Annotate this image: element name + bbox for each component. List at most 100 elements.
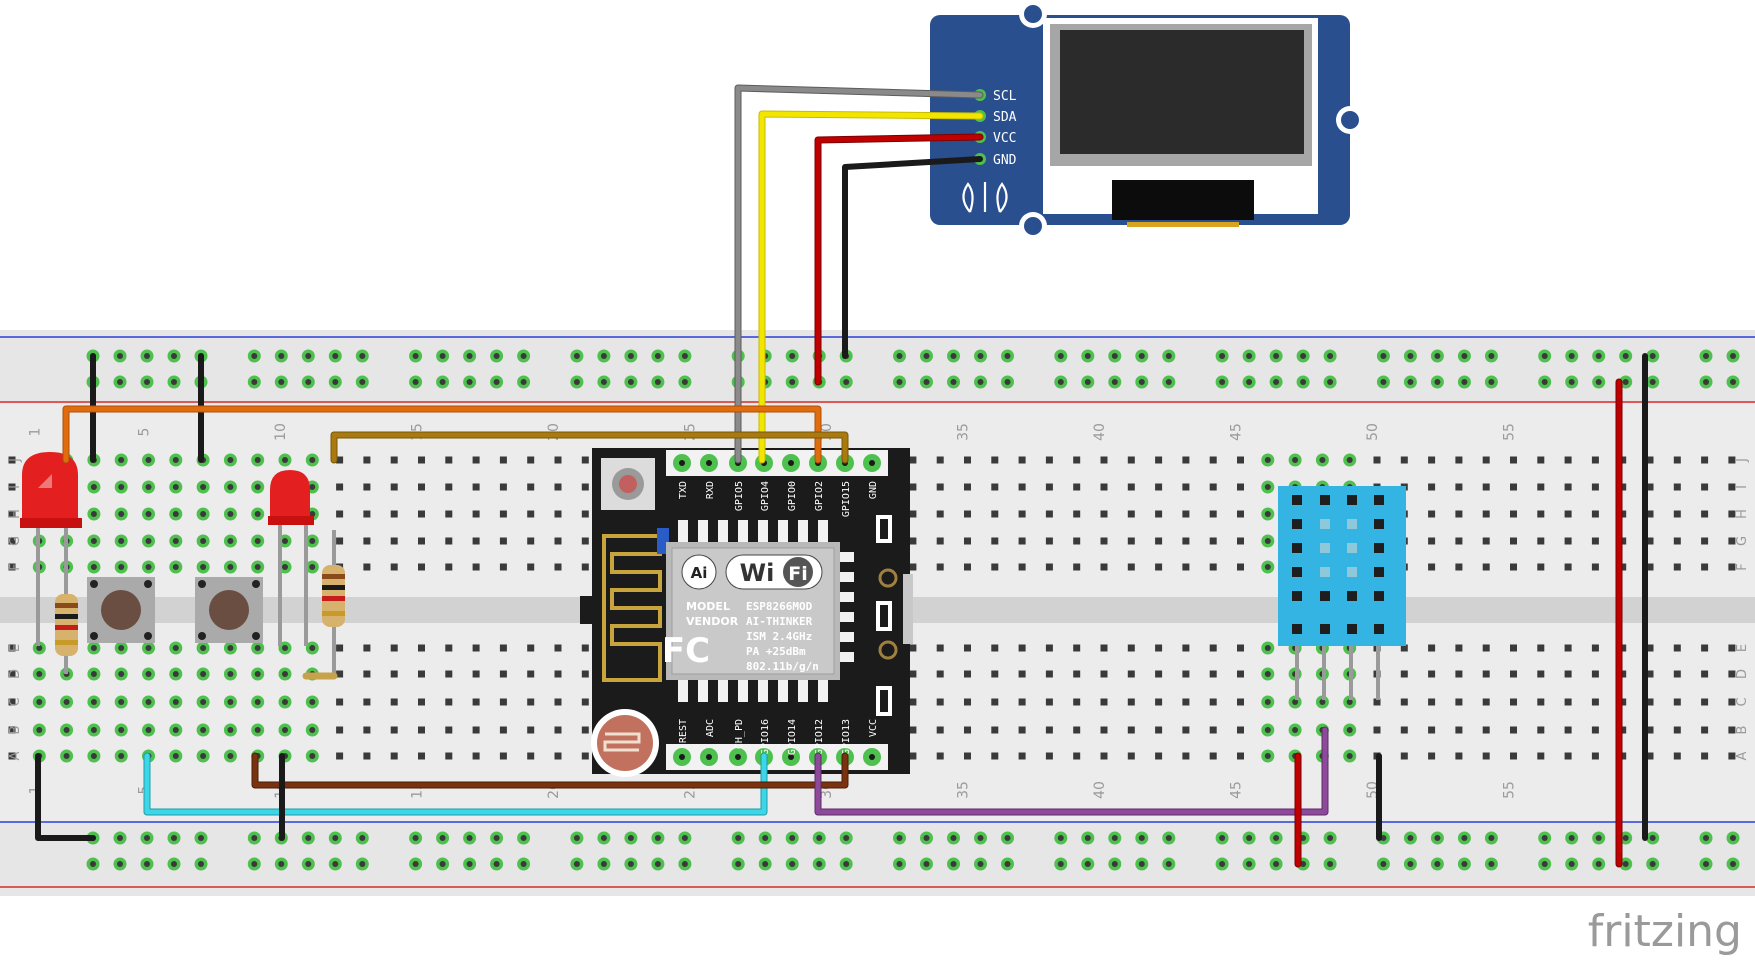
pcb-antenna	[602, 534, 662, 682]
oled-pin-label: GND	[993, 153, 1017, 168]
breadboard-hole	[1209, 456, 1217, 464]
row-letter: A	[8, 751, 23, 760]
breadboard-hole	[936, 644, 944, 652]
breadboard-hole	[581, 726, 589, 734]
breadboard-hole	[1100, 644, 1108, 652]
dht-vent	[1374, 543, 1384, 553]
led-left	[20, 452, 82, 646]
module-pad	[758, 680, 768, 702]
breadboard-hole	[363, 510, 371, 518]
breadboard-hole	[1482, 644, 1490, 652]
breadboard-hole	[1482, 510, 1490, 518]
top-power-rail	[0, 330, 1755, 404]
breadboard-hole	[1182, 644, 1190, 652]
breadboard-hole	[1482, 563, 1490, 571]
esp-pin-label: CH_PD	[734, 719, 745, 749]
module-pad	[738, 520, 748, 542]
breadboard-hole	[1373, 698, 1381, 706]
breadboard-hole	[1728, 644, 1736, 652]
breadboard-hole	[1209, 644, 1217, 652]
row-letter: I	[1735, 485, 1750, 489]
breadboard-hole	[418, 752, 425, 760]
breadboard-hole	[1619, 644, 1627, 652]
dht-vent	[1347, 591, 1357, 601]
spec-value: AI-THINKER	[746, 615, 813, 628]
breadboard-hole	[1209, 483, 1217, 491]
breadboard-hole	[1209, 563, 1217, 571]
breadboard-hole	[1537, 670, 1545, 678]
breadboard-hole	[1100, 726, 1108, 734]
breadboard-hole	[991, 456, 999, 464]
breadboard-hole	[1209, 726, 1217, 734]
breadboard-hole	[527, 510, 535, 518]
breadboard-hole	[336, 483, 344, 491]
breadboard-hole	[1073, 510, 1081, 518]
breadboard-hole	[527, 670, 535, 678]
breadboard-hole	[936, 456, 944, 464]
breadboard-hole	[8, 670, 16, 678]
esp-pin-label: TXD	[678, 481, 689, 499]
breadboard-hole	[1510, 726, 1517, 734]
breadboard-hole	[472, 563, 480, 571]
breadboard-hole	[527, 483, 535, 491]
breadboard-hole	[527, 698, 535, 706]
row-letter: F	[1735, 563, 1750, 570]
push-button-2	[195, 577, 263, 643]
dht-vent	[1320, 543, 1330, 553]
breadboard-hole	[1701, 698, 1709, 706]
breadboard-hole	[1564, 698, 1572, 706]
spec-key: VENDOR	[686, 615, 739, 628]
breadboard-hole	[1073, 644, 1081, 652]
breadboard-hole	[472, 456, 480, 464]
breadboard-hole	[527, 563, 535, 571]
esp-pin-label: VCC	[868, 719, 879, 737]
breadboard-hole	[1510, 483, 1517, 491]
breadboard-hole	[1619, 456, 1627, 464]
row-letter: I	[8, 485, 23, 489]
breadboard-hole	[1646, 698, 1654, 706]
row-letter: J	[8, 458, 23, 463]
breadboard-hole	[1428, 483, 1436, 491]
esp-pin-label: GPIO4	[760, 481, 771, 511]
wifi-logo-wi: Wi	[740, 559, 775, 587]
breadboard-hole	[1073, 726, 1081, 734]
breadboard-hole	[1073, 483, 1081, 491]
breadboard-hole	[1045, 726, 1053, 734]
breadboard-hole	[1018, 483, 1026, 491]
breadboard-hole	[1619, 537, 1627, 545]
breadboard-hole	[499, 510, 507, 518]
breadboard-hole	[1237, 483, 1244, 491]
breadboard-hole	[1646, 752, 1654, 760]
breadboard-hole	[1428, 698, 1436, 706]
breadboard-hole	[1428, 563, 1436, 571]
breadboard-hole	[1428, 726, 1436, 734]
breadboard-hole	[336, 726, 344, 734]
breadboard-hole	[1591, 483, 1599, 491]
dht-vent	[1320, 567, 1330, 577]
wifi-logo-fi: Fi	[788, 563, 808, 585]
breadboard-hole	[1728, 537, 1736, 545]
breadboard-hole	[1455, 726, 1463, 734]
breadboard-hole	[1619, 510, 1627, 518]
breadboard-hole	[1646, 563, 1654, 571]
breadboard-hole	[1428, 510, 1436, 518]
breadboard-hole	[1564, 726, 1572, 734]
breadboard-hole	[1428, 456, 1436, 464]
breadboard-hole	[1728, 726, 1736, 734]
breadboard-hole	[390, 726, 398, 734]
breadboard-hole	[1100, 670, 1108, 678]
esp-pin-label: GPIO2	[814, 481, 825, 511]
column-number: 55	[1502, 423, 1518, 441]
breadboard-hole	[1100, 752, 1108, 760]
breadboard-hole	[1701, 670, 1709, 678]
breadboard-hole	[336, 537, 344, 545]
breadboard-hole	[1237, 726, 1244, 734]
breadboard-hole	[418, 644, 425, 652]
breadboard-hole	[991, 563, 999, 571]
breadboard-hole	[1564, 483, 1572, 491]
row-letter: E	[1735, 644, 1750, 652]
breadboard-hole	[1537, 644, 1545, 652]
dht-vent	[1374, 519, 1384, 529]
breadboard-hole	[1701, 537, 1709, 545]
